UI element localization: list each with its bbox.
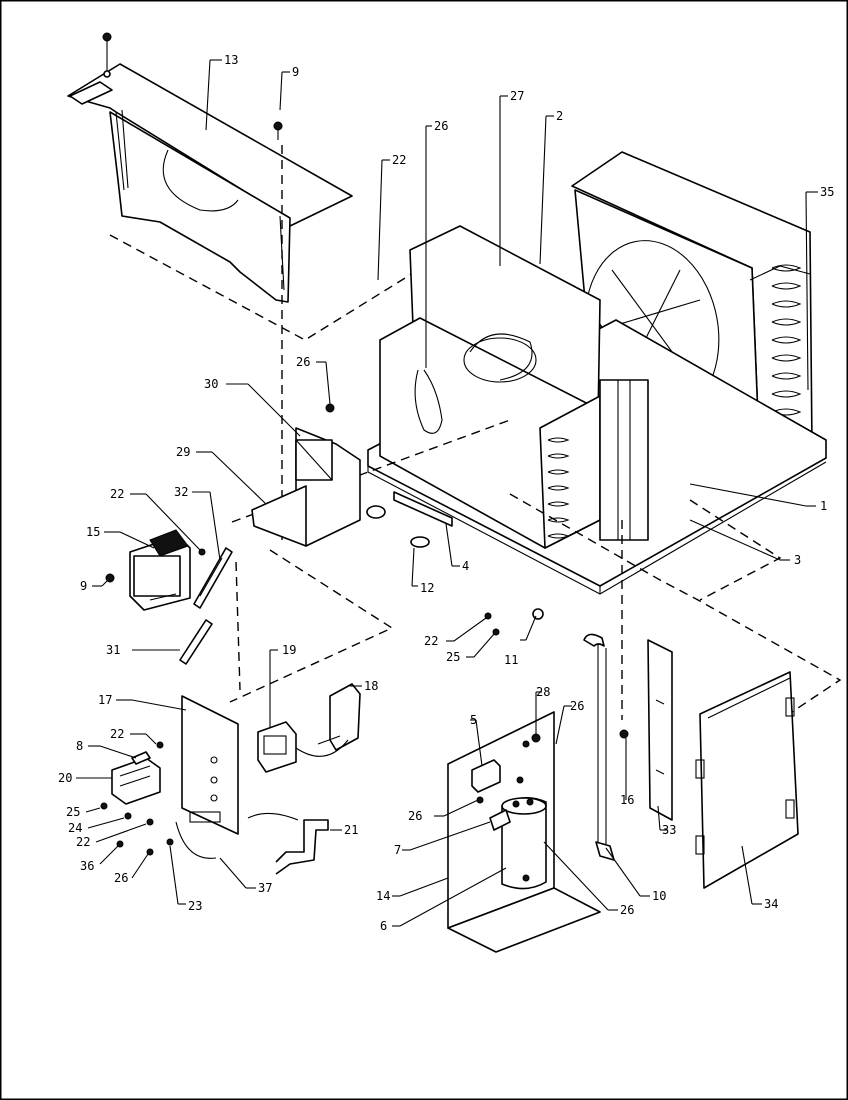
callout-2: 2 bbox=[556, 109, 563, 123]
wire-part-37 bbox=[175, 821, 217, 859]
callout-26-b: 26 bbox=[296, 355, 310, 369]
callout-21: 21 bbox=[344, 823, 358, 837]
thermostat-part-19 bbox=[257, 721, 297, 773]
callout-22-c: 22 bbox=[424, 634, 438, 648]
control-box-part-30 bbox=[251, 427, 361, 547]
callout-12: 12 bbox=[420, 581, 434, 595]
callout-22-b: 22 bbox=[110, 487, 124, 501]
callout-3: 3 bbox=[794, 553, 801, 567]
callout-29: 29 bbox=[176, 445, 190, 459]
capacitor-part-6 bbox=[501, 797, 547, 890]
side-panel-part-33 bbox=[647, 639, 673, 821]
callout-15: 15 bbox=[86, 525, 100, 539]
callout-1: 1 bbox=[820, 499, 827, 513]
callout-28: 28 bbox=[536, 685, 550, 699]
callout-16: 16 bbox=[620, 793, 634, 807]
bracket-part-32 bbox=[193, 547, 233, 609]
access-panel-part-34 bbox=[695, 671, 799, 889]
callout-20: 20 bbox=[58, 771, 72, 785]
screw-set-left bbox=[100, 741, 174, 856]
callout-6: 6 bbox=[380, 919, 387, 933]
relay-part-5 bbox=[471, 759, 501, 793]
callout-27: 27 bbox=[510, 89, 524, 103]
callout-22-top: 22 bbox=[392, 153, 406, 167]
callout-26-cord: 26 bbox=[434, 119, 448, 133]
callout-22-d: 22 bbox=[110, 727, 124, 741]
control-panel-part-17 bbox=[181, 695, 239, 835]
callout-14: 14 bbox=[376, 889, 390, 903]
callout-24: 24 bbox=[68, 821, 82, 835]
switch-part-20 bbox=[111, 751, 161, 805]
callout-18: 18 bbox=[364, 679, 378, 693]
callout-31: 31 bbox=[106, 643, 120, 657]
top-cover-part-13 bbox=[67, 63, 353, 303]
drain-strip-part-4 bbox=[393, 491, 453, 527]
callout-37: 37 bbox=[258, 881, 272, 895]
callout-19: 19 bbox=[282, 643, 296, 657]
callout-36: 36 bbox=[80, 859, 94, 873]
callout-labels: 13 9 26 27 2 22 35 26 30 29 22 32 15 9 1… bbox=[58, 53, 834, 933]
evaporator-housing-part-27 bbox=[379, 225, 649, 549]
callout-22-e: 22 bbox=[76, 835, 90, 849]
callout-26-d: 26 bbox=[570, 699, 584, 713]
screw-top-left bbox=[102, 32, 112, 78]
callout-30: 30 bbox=[204, 377, 218, 391]
drain-tube-part-10 bbox=[583, 633, 615, 861]
clip-part-12 bbox=[366, 505, 430, 548]
callout-33: 33 bbox=[662, 823, 676, 837]
relay-box-part-15 bbox=[129, 529, 191, 611]
callout-4: 4 bbox=[462, 559, 469, 573]
callout-11: 11 bbox=[504, 653, 518, 667]
screw-part-9-top bbox=[273, 121, 283, 140]
callout-26-c: 26 bbox=[114, 871, 128, 885]
bracket-part-21 bbox=[247, 812, 329, 875]
callout-8: 8 bbox=[76, 739, 83, 753]
power-cord-part-26 bbox=[414, 136, 443, 434]
screw-part-26-b bbox=[325, 403, 335, 413]
callout-5: 5 bbox=[470, 713, 477, 727]
callout-26-f: 26 bbox=[620, 903, 634, 917]
callout-26-e: 26 bbox=[408, 809, 422, 823]
callout-13: 13 bbox=[224, 53, 238, 67]
callout-17: 17 bbox=[98, 693, 112, 707]
callout-10: 10 bbox=[652, 889, 666, 903]
strap-part-7 bbox=[489, 809, 511, 831]
callout-34: 34 bbox=[764, 897, 778, 911]
screw-part-22-b bbox=[198, 548, 206, 556]
callout-9-top: 9 bbox=[292, 65, 299, 79]
callout-25-b: 25 bbox=[66, 805, 80, 819]
plug-part-18 bbox=[295, 683, 361, 757]
callout-25-a: 25 bbox=[446, 650, 460, 664]
callout-7: 7 bbox=[394, 843, 401, 857]
callout-9-b: 9 bbox=[80, 579, 87, 593]
callout-35: 35 bbox=[820, 185, 834, 199]
screw-set-middle bbox=[484, 608, 629, 739]
leader-lines bbox=[76, 59, 818, 927]
callout-23: 23 bbox=[188, 899, 202, 913]
clip-part-31 bbox=[179, 619, 213, 665]
callout-32: 32 bbox=[174, 485, 188, 499]
